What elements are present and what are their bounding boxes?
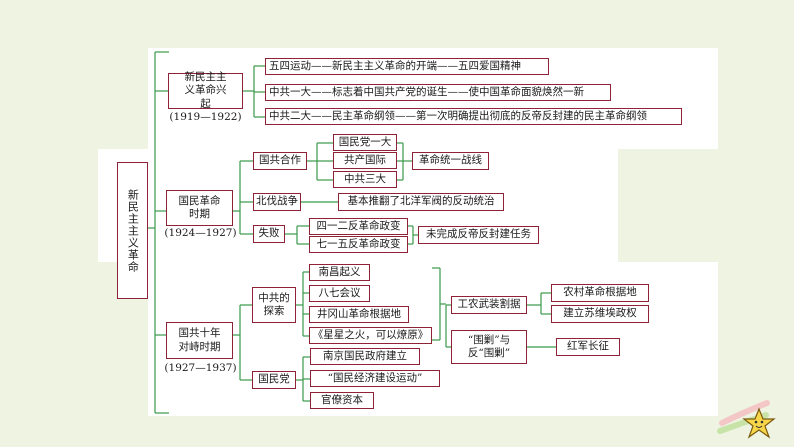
- period3-years: (1927—1937): [164, 362, 237, 374]
- failure-node: 失败: [253, 225, 285, 243]
- period1-item-2: 中共一大——标志着中国共产党的诞生——使中国革命面貌焕然一新: [265, 84, 611, 101]
- failure-item-2: 七一五反革命政变: [309, 236, 408, 253]
- period1-node: 新民主主义革命兴起: [168, 71, 243, 110]
- ccp-item-3: 井冈山革命根据地: [309, 306, 409, 323]
- coop-item-1: 国民党一大: [333, 134, 397, 151]
- star-icon: [717, 400, 776, 439]
- period1-years: (1919—1922): [169, 111, 242, 123]
- root-label: 新民主主义革命: [126, 188, 140, 273]
- armed-result-1: 农村革命根据地: [551, 284, 649, 302]
- coop-result: 革命统一战线: [412, 152, 489, 170]
- kmt-item-3: 官僚资本: [310, 392, 374, 409]
- siege-result: 红军长征: [556, 338, 620, 356]
- siege-label: “围剿”与反“围剿”: [467, 333, 511, 359]
- coop-item-3: 中共三大: [333, 171, 397, 188]
- failure-result: 未完成反帝反封建任务: [418, 226, 539, 244]
- period2-years: (1924—1927): [164, 227, 237, 239]
- kmt-item-2: “国民经济建设运动”: [310, 370, 440, 387]
- siege-node: “围剿”与反“围剿”: [451, 330, 527, 364]
- coop-node: 国共合作: [253, 152, 307, 170]
- ccp-label: 中共的探索: [258, 291, 290, 317]
- kmt-node: 国民党: [252, 371, 296, 389]
- coop-item-2: 共产国际: [333, 152, 397, 169]
- root-node: 新民主主义革命: [117, 162, 148, 299]
- period1-item-3: 中共二大——民主革命纲领——第一次明确提出彻底的反帝反封建的民主革命纲领: [265, 108, 682, 125]
- ccp-item-2: 八七会议: [309, 285, 370, 302]
- kmt-item-1: 南京国民政府建立: [310, 348, 420, 365]
- period3-node: 国共十年对峙时期: [166, 322, 233, 359]
- period1-item-1: 五四运动——新民主主义革命的开端——五四爱国精神: [265, 58, 549, 75]
- armed-result-2: 建立苏维埃政权: [551, 305, 649, 323]
- period3-title: 国共十年对峙时期: [178, 327, 221, 353]
- period1-title: 新民主主义革命兴起: [184, 71, 227, 110]
- ccp-item-4: 《星星之火，可以燎原》: [309, 327, 432, 344]
- expedition-result: 基本推翻了北洋军阀的反动统治: [338, 193, 504, 211]
- ccp-item-1: 南昌起义: [309, 264, 370, 281]
- ccp-node: 中共的探索: [252, 287, 296, 323]
- failure-item-1: 四一二反革命政变: [309, 218, 408, 235]
- period2-title: 国民革命时期: [178, 194, 221, 220]
- expedition-node: 北伐战争: [253, 193, 301, 211]
- period2-node: 国民革命时期: [166, 190, 233, 226]
- armed-node: 工农武装割据: [451, 296, 527, 314]
